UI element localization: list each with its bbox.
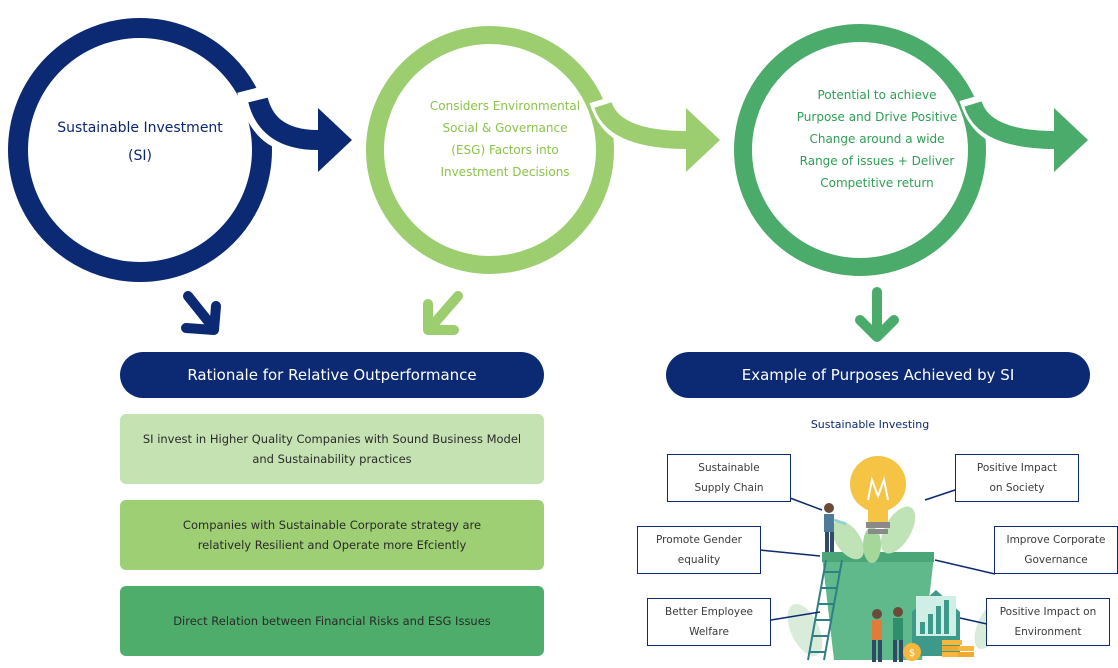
svg-text:$: $ bbox=[909, 648, 915, 659]
rationale-box-2: Companies with Sustainable Corporate str… bbox=[120, 500, 544, 570]
arrow-down-icon bbox=[181, 291, 221, 335]
rationale-box-2-line-2: relatively Resilient and Operate more Ef… bbox=[197, 538, 467, 552]
purpose-supply-chain: Sustainable Supply Chain bbox=[667, 454, 791, 502]
purpose-governance-line-2: Governance bbox=[1024, 554, 1088, 566]
rationale-box-1-line-1: SI invest in Higher Quality Companies wi… bbox=[142, 432, 522, 446]
circle-1-line-1: Sustainable Investment bbox=[57, 120, 223, 136]
circle-2-text: Considers Environmental Social & Governa… bbox=[395, 95, 615, 183]
circle-3-text: Potential to achieve Purpose and Drive P… bbox=[757, 84, 997, 194]
circle-3-line-3: Change around a wide bbox=[809, 132, 945, 146]
circle-3-line-2: Purpose and Drive Positive bbox=[796, 110, 958, 124]
arrow-right-icon bbox=[1054, 108, 1088, 172]
ladder-icon bbox=[807, 559, 843, 661]
connector-lines bbox=[759, 489, 996, 625]
purpose-society: Positive Impact on Society bbox=[955, 454, 1079, 502]
circle-potential bbox=[734, 24, 1088, 276]
purpose-welfare-line-1: Better Employee bbox=[664, 606, 753, 618]
arrow-right-icon bbox=[686, 108, 720, 172]
rationale-box-1: SI invest in Higher Quality Companies wi… bbox=[120, 414, 544, 484]
purpose-welfare-line-2: Welfare bbox=[689, 626, 729, 638]
purpose-society-line-1: Positive Impact bbox=[976, 462, 1058, 474]
illustration-title: Sustainable Investing bbox=[810, 418, 930, 431]
circle-3-line-5: Competitive return bbox=[820, 176, 934, 190]
circle-3-line-4: Range of issues + Deliver bbox=[799, 154, 955, 168]
coin-icon: $ bbox=[903, 640, 974, 661]
circle-2-line-3: (ESG) Factors into bbox=[451, 143, 559, 157]
purpose-supply-line-1: Sustainable bbox=[698, 462, 760, 474]
lightbulb-icon bbox=[850, 456, 906, 534]
purpose-gender-line-1: Promote Gender bbox=[656, 534, 742, 546]
purpose-governance: Improve Corporate Governance bbox=[994, 526, 1118, 574]
purpose-supply-line-2: Supply Chain bbox=[694, 482, 764, 494]
plant-icon bbox=[880, 506, 916, 554]
circle-3-line-1: Potential to achieve bbox=[817, 88, 937, 102]
rationale-box-1-line-2: and Sustainability practices bbox=[252, 452, 412, 466]
circle-2-line-4: Investment Decisions bbox=[440, 165, 570, 179]
circle-sustainable-investment bbox=[8, 18, 352, 282]
person-icon bbox=[893, 607, 903, 662]
circle-1-line-2: (SI) bbox=[128, 148, 152, 164]
arrow-down-icon bbox=[855, 287, 899, 342]
purpose-gender-line-2: equality bbox=[677, 554, 721, 566]
circle-esg bbox=[366, 26, 720, 274]
rationale-box-2-line-1: Companies with Sustainable Corporate str… bbox=[182, 518, 482, 532]
purpose-environment-line-2: Environment bbox=[1014, 626, 1082, 638]
person-icon bbox=[824, 503, 847, 552]
purpose-environment: Positive Impact on Environment bbox=[986, 598, 1110, 646]
plant-icon bbox=[832, 520, 864, 560]
rationale-box-3: Direct Relation between Financial Risks … bbox=[120, 586, 544, 656]
arrow-right-icon bbox=[318, 108, 352, 172]
purposes-header: Example of Purposes Achieved by SI bbox=[666, 352, 1090, 398]
circle-2-line-2: Social & Governance bbox=[442, 121, 568, 135]
plant-icon bbox=[863, 527, 881, 563]
purpose-gender: Promote Gender equality bbox=[637, 526, 761, 574]
plant-icon bbox=[787, 603, 823, 657]
purpose-governance-line-1: Improve Corporate bbox=[1006, 534, 1106, 546]
sustainable-investing-illustration: $ bbox=[759, 456, 1006, 662]
circle-2-line-1: Considers Environmental bbox=[429, 99, 581, 113]
purpose-society-line-2: on Society bbox=[989, 482, 1045, 494]
rationale-box-3-line-1: Direct Relation between Financial Risks … bbox=[173, 614, 491, 628]
person-icon bbox=[872, 609, 882, 662]
chart-icon bbox=[912, 590, 960, 656]
purpose-welfare: Better Employee Welfare bbox=[647, 598, 771, 646]
purpose-environment-line-1: Positive Impact on bbox=[999, 606, 1097, 618]
circle-1-text: Sustainable Investment (SI) bbox=[40, 114, 240, 170]
arrow-down-icon bbox=[423, 291, 463, 335]
rationale-header: Rationale for Relative Outperformance bbox=[120, 352, 544, 398]
